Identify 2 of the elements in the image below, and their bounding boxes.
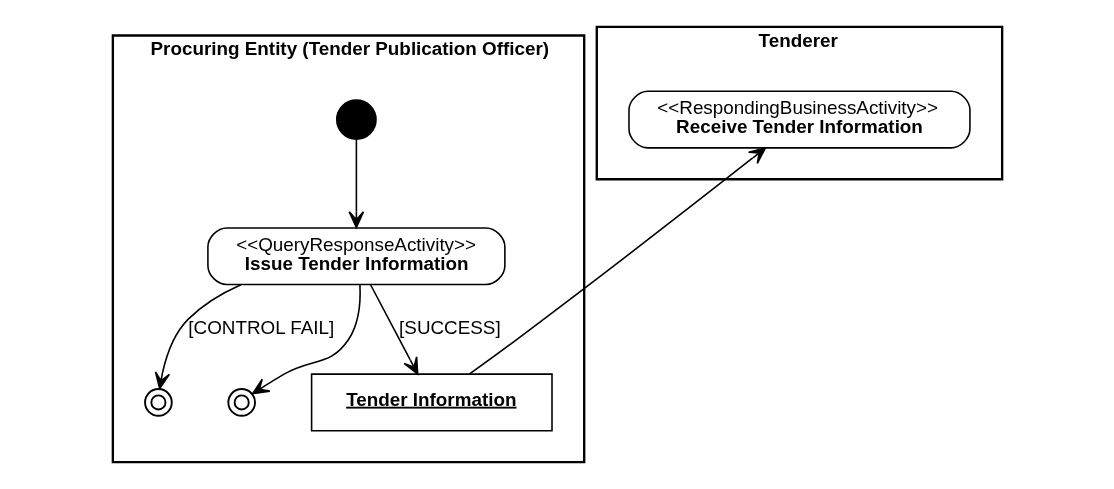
edge-label: [SUCCESS] (398, 317, 501, 339)
edge-label: [CONTROL FAIL] (187, 317, 334, 339)
